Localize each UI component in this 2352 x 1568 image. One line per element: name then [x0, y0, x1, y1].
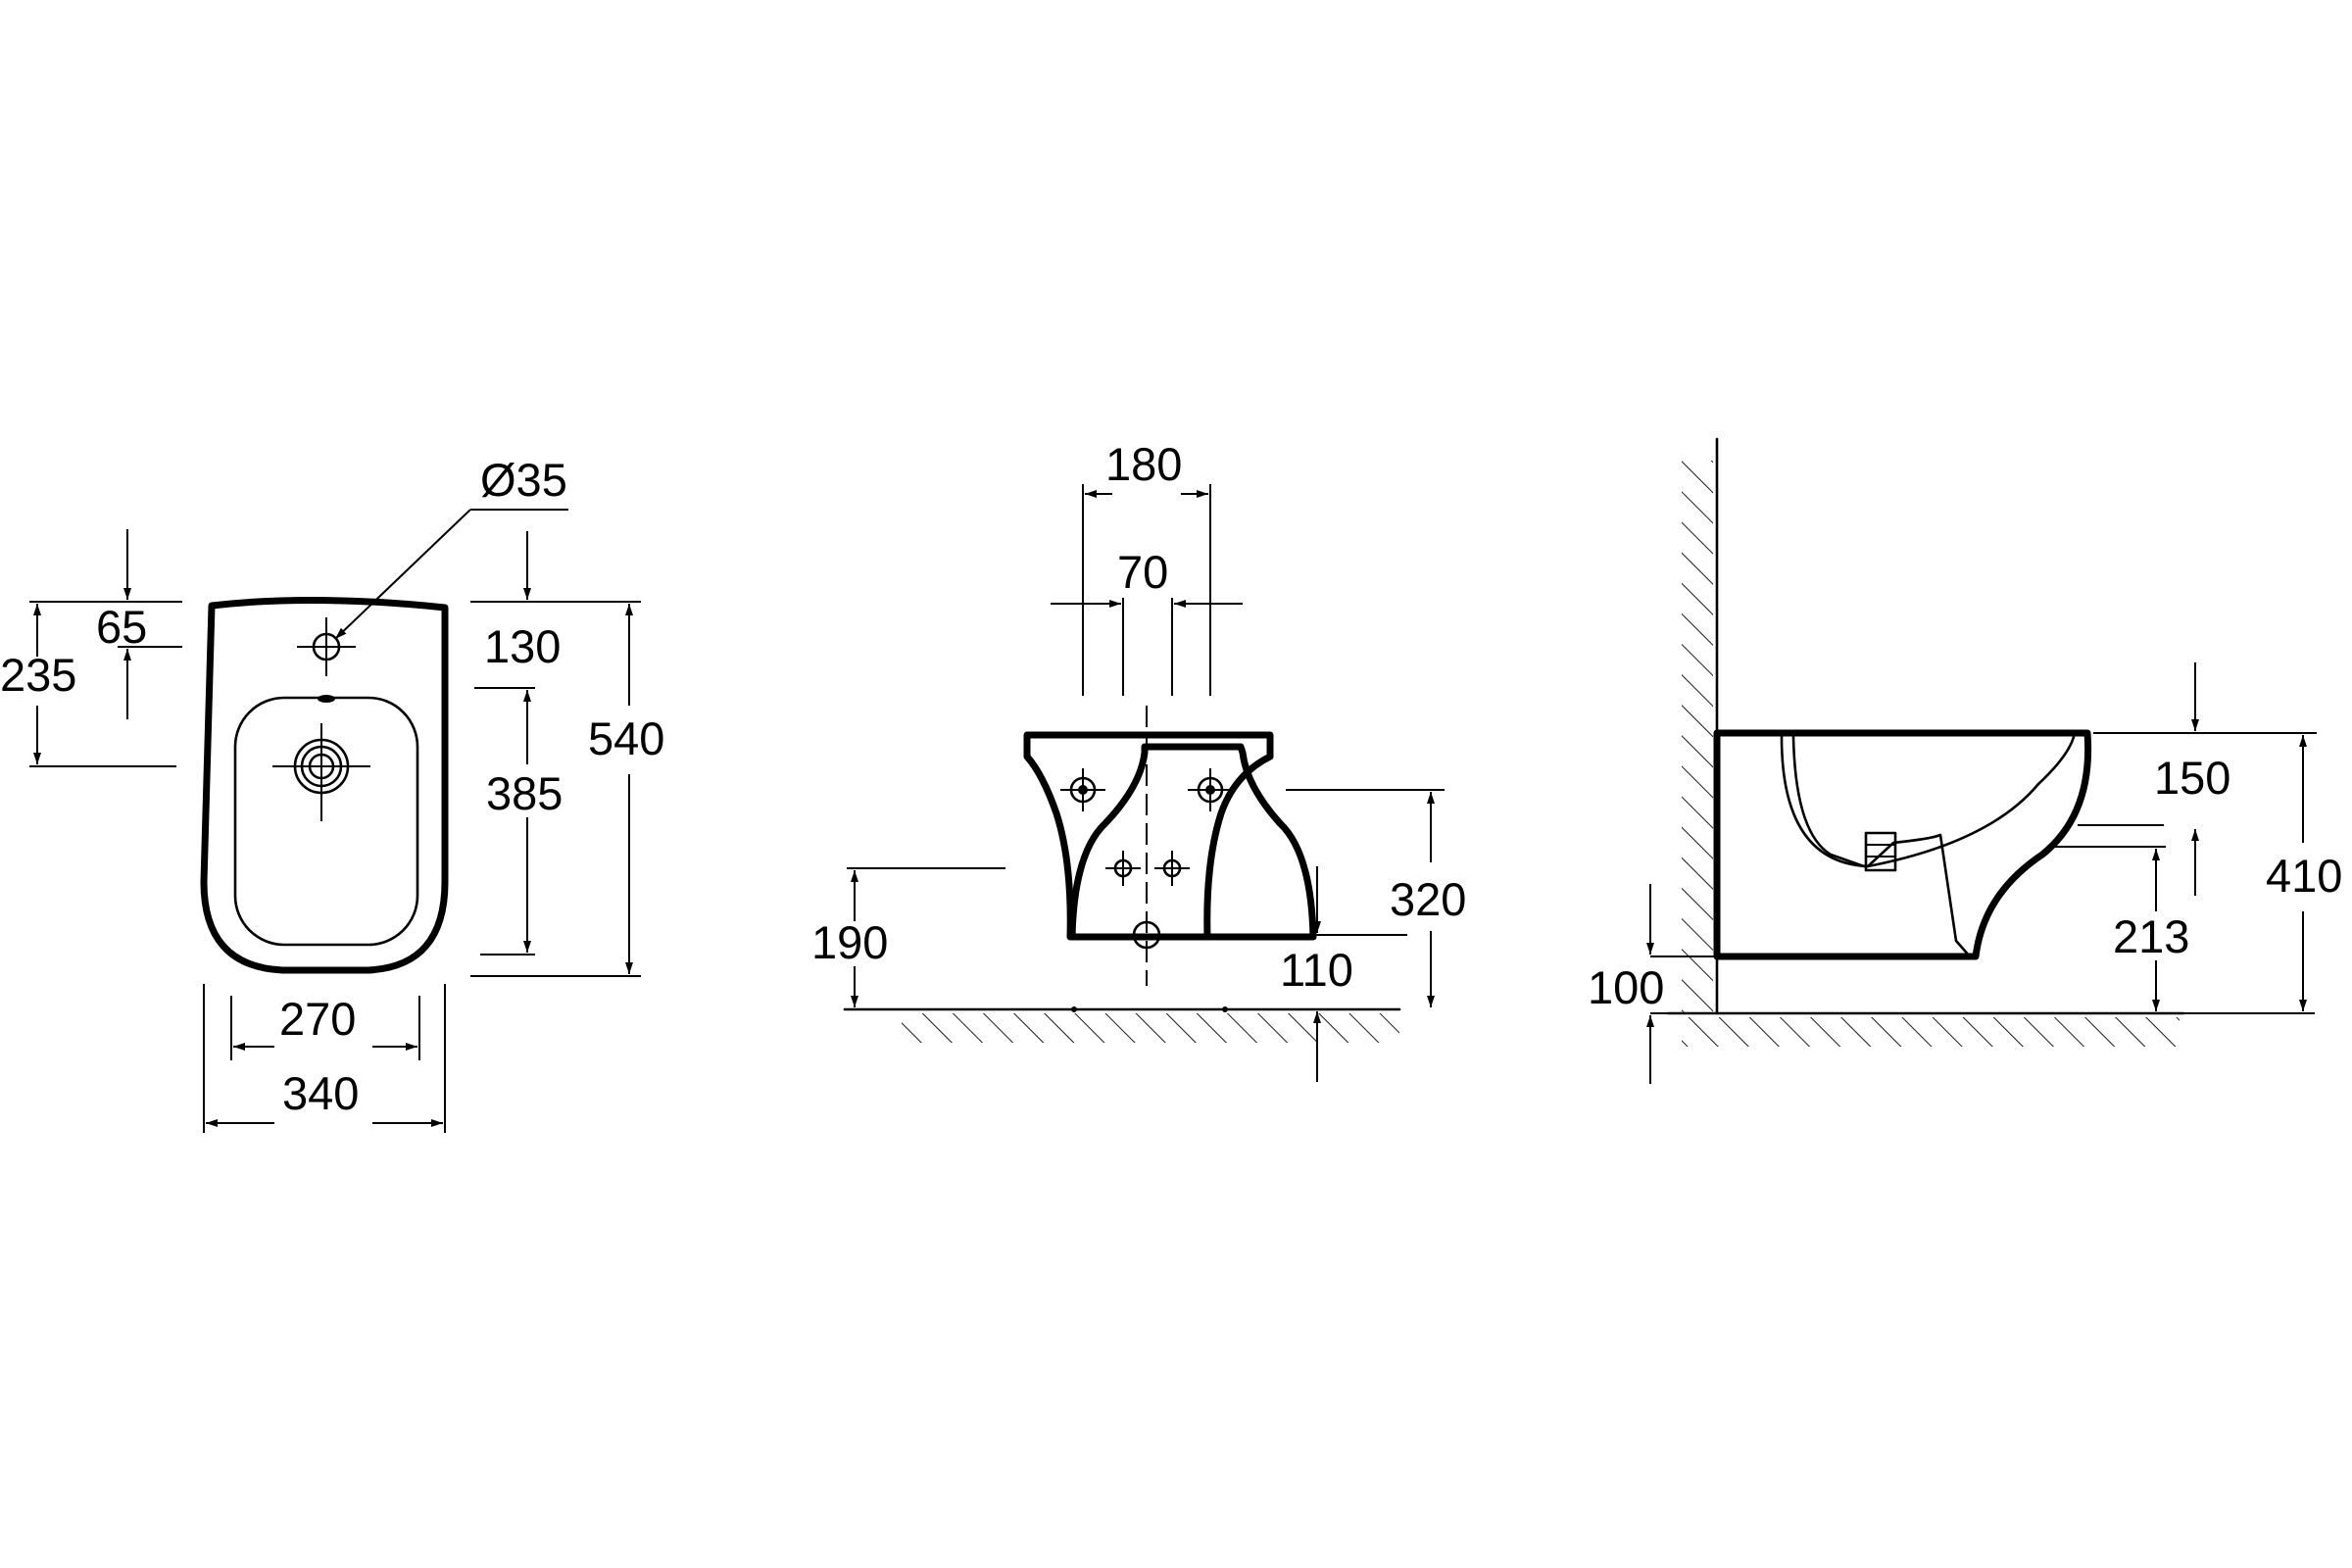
dim-bolt-height: 320	[1286, 789, 1466, 1007]
rear-view-outline	[1068, 743, 1317, 941]
rear-view: 180 70 190 320 110	[811, 438, 1466, 1082]
side-view: 150 213 410 100	[1588, 437, 2342, 1084]
inlet-hole-left	[1105, 851, 1141, 886]
top-view-basin	[233, 696, 419, 947]
tap-hole	[297, 617, 356, 676]
dim-inlet-height-label: 190	[811, 916, 888, 968]
dim-bolt-height-label: 320	[1390, 873, 1466, 925]
dim-inlet-spacing-label: 70	[1117, 546, 1168, 598]
side-wall	[1682, 437, 1719, 1015]
dim-total-width-label: 340	[282, 1067, 359, 1119]
side-floor	[1666, 1011, 2185, 1047]
dim-total-length: 540	[470, 601, 664, 977]
drain-outlet	[272, 723, 370, 821]
top-view-outline	[200, 596, 449, 974]
rear-outlet	[1132, 920, 1161, 950]
dim-side-height-label: 410	[2266, 850, 2342, 902]
dim-inner-width-label: 270	[279, 993, 356, 1045]
dim-floor-clearance: 100	[1588, 884, 1717, 1084]
dim-rim-to-inlet-label: 150	[2154, 752, 2230, 804]
dim-inlet-spacing: 70	[1051, 546, 1243, 696]
bolt-hole-right	[1188, 768, 1233, 811]
bolt-hole-left	[1060, 768, 1105, 811]
dim-side-outlet-height: 213	[2052, 846, 2189, 1011]
dim-total-length-label: 540	[588, 712, 664, 764]
dim-outlet-offset-label: 235	[0, 649, 76, 701]
dim-rim-to-inlet: 150	[2078, 662, 2317, 896]
dim-tap-hole-offset: 65	[96, 529, 182, 719]
dim-bolt-spacing-label: 180	[1105, 438, 1182, 490]
side-view-outlet-fitting	[1864, 831, 1897, 872]
side-view-outline	[1713, 729, 2092, 960]
rear-view-rim	[1023, 731, 1274, 941]
dim-tap-hole-offset-label: 65	[96, 601, 147, 653]
dim-rim-to-outlet: 130	[472, 531, 561, 689]
dim-floor-clearance-label: 100	[1588, 961, 1664, 1013]
dim-side-outlet-height-label: 213	[2113, 910, 2189, 962]
dim-outlet-offset: 235	[0, 601, 176, 767]
dim-hole-diameter-label: Ø35	[480, 454, 567, 506]
dim-bolt-spacing: 180	[1082, 438, 1211, 696]
side-view-basin	[1780, 735, 2076, 868]
dim-total-width: 340	[203, 984, 446, 1133]
overflow-slot	[318, 695, 335, 703]
dim-outlet-to-back: 385	[480, 690, 563, 956]
top-view: Ø35 65 235 130	[0, 454, 664, 1133]
side-view-trap	[1791, 735, 1972, 958]
dim-outlet-height: 110	[1225, 866, 1407, 1082]
dim-side-height: 410	[2156, 735, 2342, 1014]
dim-inlet-height: 190	[811, 867, 1005, 1007]
dim-rim-to-outlet-label: 130	[484, 620, 561, 672]
dim-outlet-to-back-label: 385	[486, 767, 563, 819]
dim-rear-outlet-height-label: 110	[1280, 944, 1353, 996]
dim-hole-diameter: Ø35	[334, 454, 568, 640]
inlet-hole-right	[1154, 851, 1190, 886]
dim-inner-width: 270	[230, 993, 420, 1060]
